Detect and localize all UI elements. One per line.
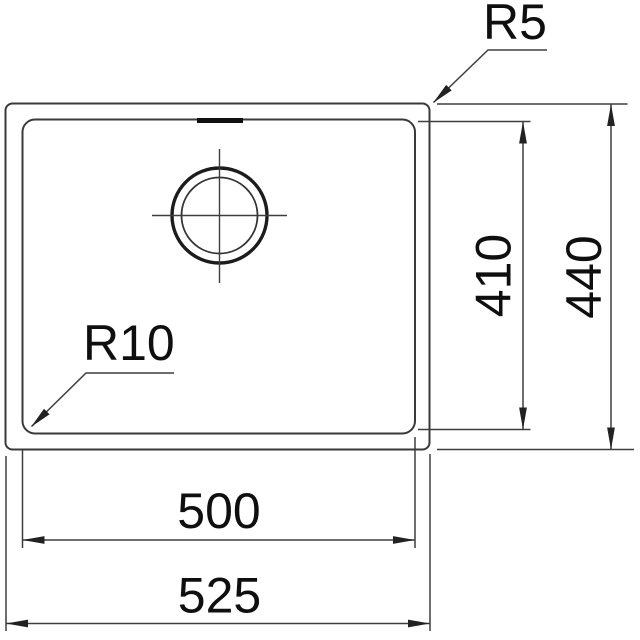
dimension-bowl-width: 500 (21, 437, 416, 548)
dimension-bowl-height: 410 (418, 120, 531, 431)
dimension-label-525: 525 (178, 568, 261, 624)
dimension-overall-height: 440 (437, 103, 634, 451)
r5-leader-line (432, 49, 547, 104)
r5-label: R5 (483, 0, 547, 50)
dimension-label-500: 500 (177, 483, 260, 539)
callout-bowl-corner-radius: R10 (30, 315, 175, 428)
r10-label: R10 (83, 315, 175, 371)
sink-rim-outline (4, 102, 431, 451)
dimension-label-410: 410 (466, 234, 522, 317)
dimension-label-440: 440 (556, 235, 612, 318)
r10-leader-line (30, 372, 174, 428)
callout-rim-corner-radius: R5 (432, 0, 547, 104)
drain-assembly (152, 149, 287, 283)
dimension-overall-width: 525 (5, 454, 431, 631)
